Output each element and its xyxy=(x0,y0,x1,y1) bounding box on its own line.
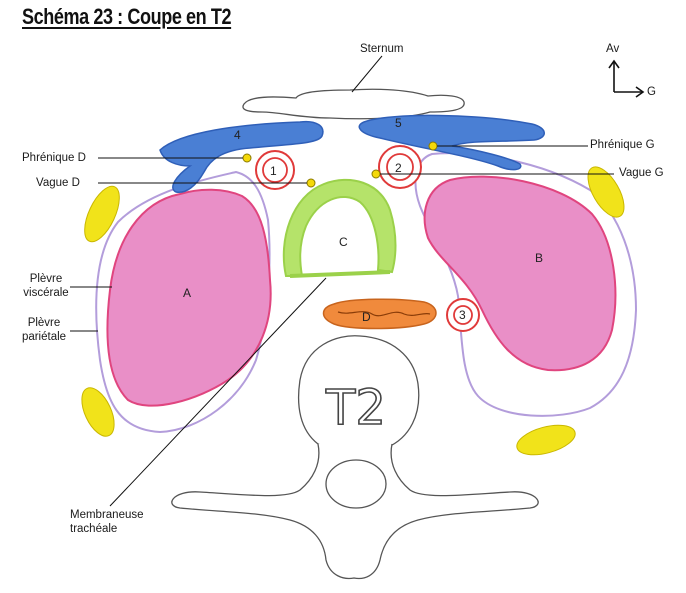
fat-left-lower xyxy=(516,424,576,456)
esophagus-d xyxy=(322,298,437,330)
fat-right-lower xyxy=(81,387,115,437)
label-sternum: Sternum xyxy=(360,43,404,55)
right-parietal-pleura xyxy=(95,170,271,434)
fat-left-upper xyxy=(587,166,625,218)
trachea-c xyxy=(282,178,397,277)
label-vague-d: Vague D xyxy=(36,177,80,189)
label-4: 4 xyxy=(234,128,241,142)
vertebral-foramen xyxy=(325,459,387,509)
right-lung-a xyxy=(106,188,272,407)
sternum-shape xyxy=(242,88,465,120)
label-t2: T2 xyxy=(325,380,386,436)
label-plevre-parietale-line2: pariétale xyxy=(21,331,67,343)
vein-4 xyxy=(159,120,324,194)
phrenic-d-dot xyxy=(242,153,252,163)
vagus-d-dot xyxy=(306,178,316,188)
label-2: 2 xyxy=(395,161,402,175)
label-membraneuse-tracheale: Membraneuse trachéale xyxy=(70,508,144,536)
tracheal-membrane xyxy=(289,270,391,278)
page-title: Schéma 23 : Coupe en T2 xyxy=(22,4,232,29)
label-plevre-parietale-line1: Plèvre xyxy=(27,317,61,329)
left-lung-b xyxy=(423,175,617,372)
label-3: 3 xyxy=(459,308,466,322)
label-a: A xyxy=(183,286,191,300)
leader-lines xyxy=(70,55,614,507)
label-plevre-viscerale-line1: Plèvre xyxy=(29,273,63,285)
artery-1 xyxy=(255,150,295,190)
vertebra-canal-arch xyxy=(171,443,539,580)
label-plevre-viscerale-line2: viscérale xyxy=(23,287,69,299)
label-membraneuse-line2: trachéale xyxy=(70,523,118,535)
label-plevre-viscerale: Plèvre viscérale xyxy=(18,272,74,300)
label-plevre-parietale: Plèvre pariétale xyxy=(16,316,72,344)
orientation-arrows xyxy=(608,59,645,98)
label-vague-g: Vague G xyxy=(619,167,664,179)
orientation-left: G xyxy=(647,86,656,98)
artery-2 xyxy=(378,145,422,189)
label-5: 5 xyxy=(395,116,402,130)
fat-right-upper xyxy=(84,185,120,243)
label-membraneuse-line1: Membraneuse xyxy=(70,509,144,521)
artery-3 xyxy=(446,298,480,332)
label-phrenique-d: Phrénique D xyxy=(22,152,86,164)
label-c: C xyxy=(339,235,348,249)
phrenic-g-dot xyxy=(428,141,438,151)
orientation-anterior: Av xyxy=(606,43,620,55)
vein-5 xyxy=(358,114,545,171)
label-phrenique-g: Phrénique G xyxy=(590,139,655,151)
label-1: 1 xyxy=(270,164,277,178)
label-d: D xyxy=(362,310,371,324)
label-b: B xyxy=(535,251,543,265)
vagus-g-dot xyxy=(371,169,381,179)
